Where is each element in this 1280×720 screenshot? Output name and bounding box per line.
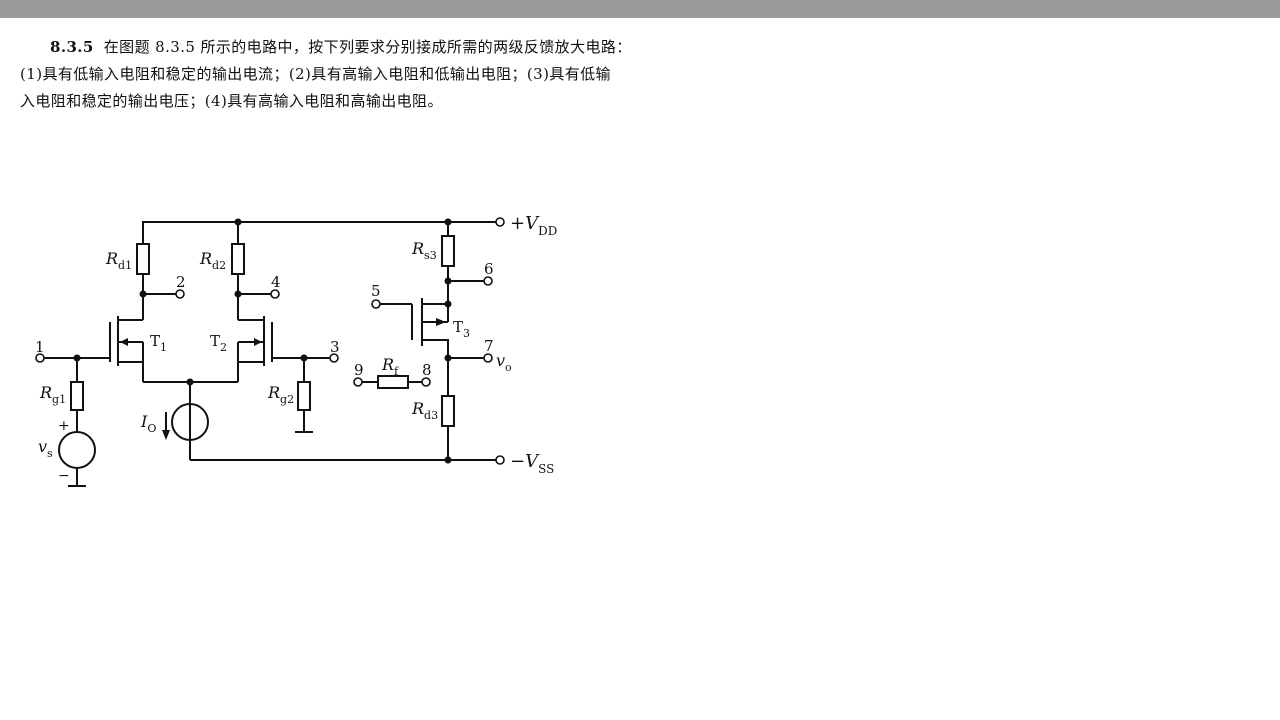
label-t1: T1 [150, 332, 167, 354]
io-arrow-head [162, 430, 170, 440]
top-bar [0, 0, 1280, 18]
problem-statement: 8.3.5 在图题 8.3.5 所示的电路中，按下列要求分别接成所需的两级反馈放大… [20, 34, 720, 115]
terminal-node4 [270, 289, 280, 299]
label-vs: vs [38, 437, 53, 460]
terminal-node9 [353, 377, 363, 387]
problem-line-2: (1)具有低输入电阻和稳定的输出电流；(2)具有高输入电阻和低输出电阻；(3)具… [20, 65, 611, 83]
resistor-rf [377, 375, 409, 389]
t3-drain [422, 339, 449, 396]
label-vs-minus: − [58, 468, 70, 484]
vss-terminal [495, 455, 505, 465]
voltage-source-vs [58, 431, 96, 469]
label-node-9: 9 [354, 361, 364, 379]
label-node-8: 8 [422, 361, 432, 379]
terminal-node2 [175, 289, 185, 299]
resistor-rd2 [231, 243, 245, 275]
label-vdd: +VDD [510, 213, 557, 238]
problem-line-1: 8.3.5 在图题 8.3.5 所示的电路中，按下列要求分别接成所需的两级反馈放大… [20, 34, 720, 61]
label-node-1: 1 [35, 338, 45, 356]
label-io: IO [140, 412, 156, 435]
label-node-7: 7 [484, 337, 494, 355]
terminal-node6 [483, 276, 493, 286]
label-node-5: 5 [371, 282, 381, 300]
label-vo: vo [496, 351, 512, 374]
label-rd1: Rd1 [105, 249, 132, 272]
terminal-node3 [329, 353, 339, 363]
resistor-rd3 [441, 395, 455, 427]
t1-source [118, 361, 144, 382]
terminal-node7 [483, 353, 493, 363]
label-rd2: Rd2 [199, 249, 226, 272]
label-node-4: 4 [271, 273, 281, 291]
junction-node2 [139, 290, 147, 298]
t2-arrow [254, 338, 262, 346]
label-node-2: 2 [176, 273, 186, 291]
vdd-terminal [495, 217, 505, 227]
t2-source [237, 361, 264, 382]
terminal-node1 [35, 353, 45, 363]
problem-number: 8.3.5 [50, 38, 94, 56]
label-rg1: Rg1 [39, 383, 66, 406]
problem-line-3: 入电阻和稳定的输出电压；(4)具有高输入电阻和高输出电阻。 [20, 92, 443, 110]
resistor-rs3 [441, 235, 455, 267]
label-rs3: Rs3 [411, 239, 437, 262]
label-t3: T3 [453, 318, 470, 340]
problem-text-1: 在图题 8.3.5 所示的电路中，按下列要求分别接成所需的两级反馈放大电路： [103, 38, 632, 56]
label-node-3: 3 [330, 338, 340, 356]
junction-node4 [234, 290, 242, 298]
terminal-node5 [371, 299, 381, 309]
t3-arrow [436, 318, 446, 326]
label-rf: Rf [381, 355, 399, 378]
terminal-node8 [421, 377, 431, 387]
top-rail [142, 221, 496, 244]
label-t2: T2 [210, 332, 227, 354]
label-rd3: Rd3 [411, 399, 438, 422]
resistor-rg1 [70, 381, 84, 411]
resistor-rd1 [136, 243, 150, 275]
t1-arrow [120, 338, 128, 346]
junction-rail-rd2 [234, 218, 242, 226]
resistor-rg2 [297, 381, 311, 411]
label-vs-plus: + [58, 418, 70, 434]
label-node-6: 6 [484, 260, 494, 278]
label-rg2: Rg2 [267, 383, 294, 406]
label-vss: −VSS [510, 451, 554, 476]
junction-rail-rs3 [444, 218, 452, 226]
junction-node7 [444, 354, 452, 362]
junction-node6 [444, 277, 452, 285]
